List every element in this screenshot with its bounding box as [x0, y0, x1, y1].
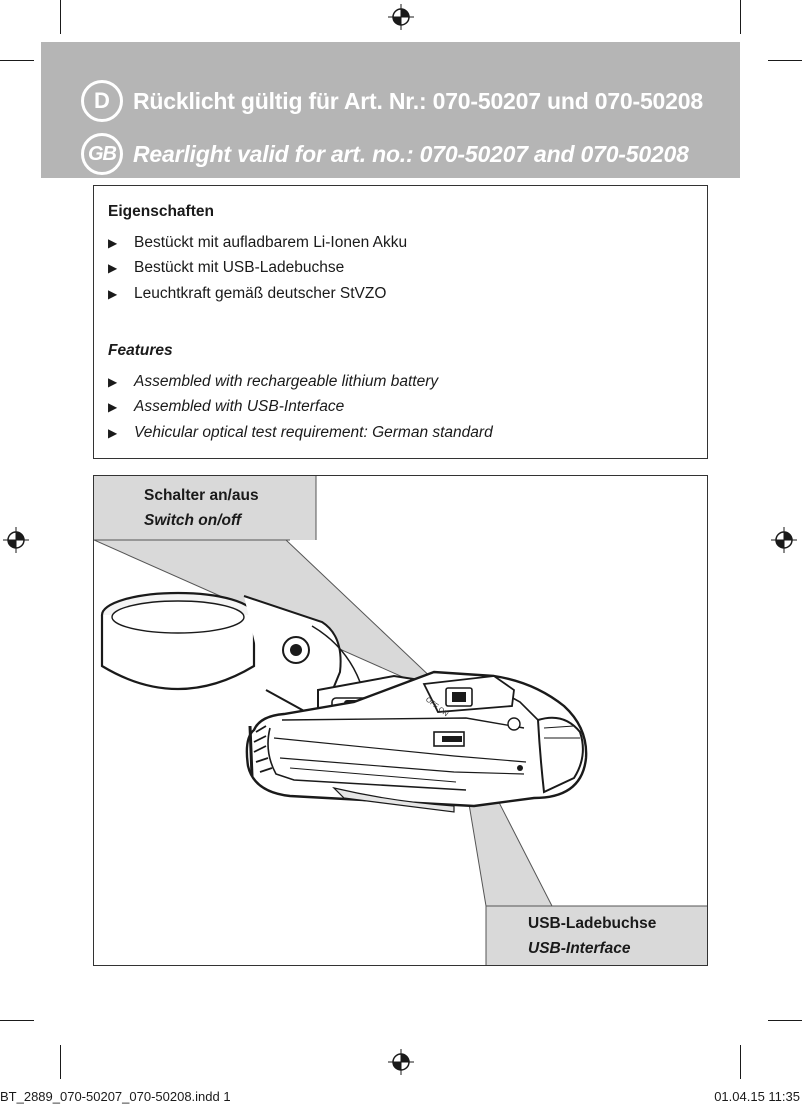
usb-label-en: USB-Interface	[528, 940, 631, 957]
bullet-arrow-icon: ▶	[108, 286, 118, 301]
rear-light-illustration: OFF ON	[94, 476, 707, 965]
list-item: ▶Assembled with rechargeable lithium bat…	[108, 372, 439, 390]
usb-label-de: USB-Ladebuchse	[528, 915, 657, 932]
registration-mark-icon	[388, 1049, 414, 1075]
title-row-de: D Rücklicht gültig für Art. Nr.: 070-502…	[81, 80, 703, 122]
list-item: ▶Vehicular optical test requirement: Ger…	[108, 423, 493, 441]
registration-mark-icon	[3, 527, 29, 553]
features-list-en: ▶Assembled with rechargeable lithium bat…	[108, 369, 493, 446]
list-item: ▶Leuchtkraft gemäß deutscher StVZO	[108, 284, 387, 302]
trim-mark	[768, 60, 802, 61]
title-gb: Rearlight valid for art. no.: 070-50207 …	[133, 140, 689, 167]
footer-datetime: 01.04.15 11:35	[714, 1089, 800, 1104]
trim-mark	[0, 60, 34, 61]
footer-filename: BT_2889_070-50207_070-50208.indd 1	[0, 1089, 231, 1104]
trim-mark	[60, 0, 61, 34]
bullet-arrow-icon: ▶	[108, 261, 118, 276]
trim-mark	[768, 1020, 802, 1021]
features-list-de: ▶Bestückt mit aufladbarem Li-Ionen Akku …	[108, 230, 407, 307]
registration-mark-icon	[771, 527, 797, 553]
trim-mark	[60, 1045, 61, 1079]
bullet-arrow-icon: ▶	[108, 400, 118, 415]
features-heading-de: Eigenschaften	[108, 203, 214, 220]
usb-callout-box	[485, 905, 707, 965]
trim-mark	[0, 1020, 34, 1021]
list-item: ▶Bestückt mit USB-Ladebuchse	[108, 259, 345, 277]
trim-mark	[740, 0, 741, 34]
features-heading-en: Features	[108, 342, 173, 359]
list-item: ▶Bestückt mit aufladbarem Li-Ionen Akku	[108, 233, 408, 251]
bullet-arrow-icon: ▶	[108, 235, 118, 250]
title-de: Rücklicht gültig für Art. Nr.: 070-50207…	[133, 87, 703, 114]
switch-callout-box	[94, 476, 316, 540]
bullet-arrow-icon: ▶	[108, 374, 118, 389]
title-band: D Rücklicht gültig für Art. Nr.: 070-502…	[41, 42, 740, 178]
list-item: ▶Assembled with USB-Interface	[108, 398, 345, 416]
switch-label-de: Schalter an/aus	[144, 487, 259, 504]
features-box: Eigenschaften ▶Bestückt mit aufladbarem …	[93, 185, 708, 459]
diagram-box: OFF ON Schalter an/aus Switch on/off USB…	[93, 475, 708, 966]
handlebar-clamp	[100, 591, 361, 714]
bullet-arrow-icon: ▶	[108, 425, 118, 440]
registration-mark-icon	[388, 4, 414, 30]
rear-light-body: OFF ON	[245, 670, 588, 813]
language-badge-de: D	[81, 80, 123, 122]
switch-label-en: Switch on/off	[144, 512, 242, 529]
trim-mark	[740, 1045, 741, 1079]
language-badge-gb: GB	[81, 133, 123, 175]
title-row-gb: GB Rearlight valid for art. no.: 070-502…	[81, 133, 689, 175]
